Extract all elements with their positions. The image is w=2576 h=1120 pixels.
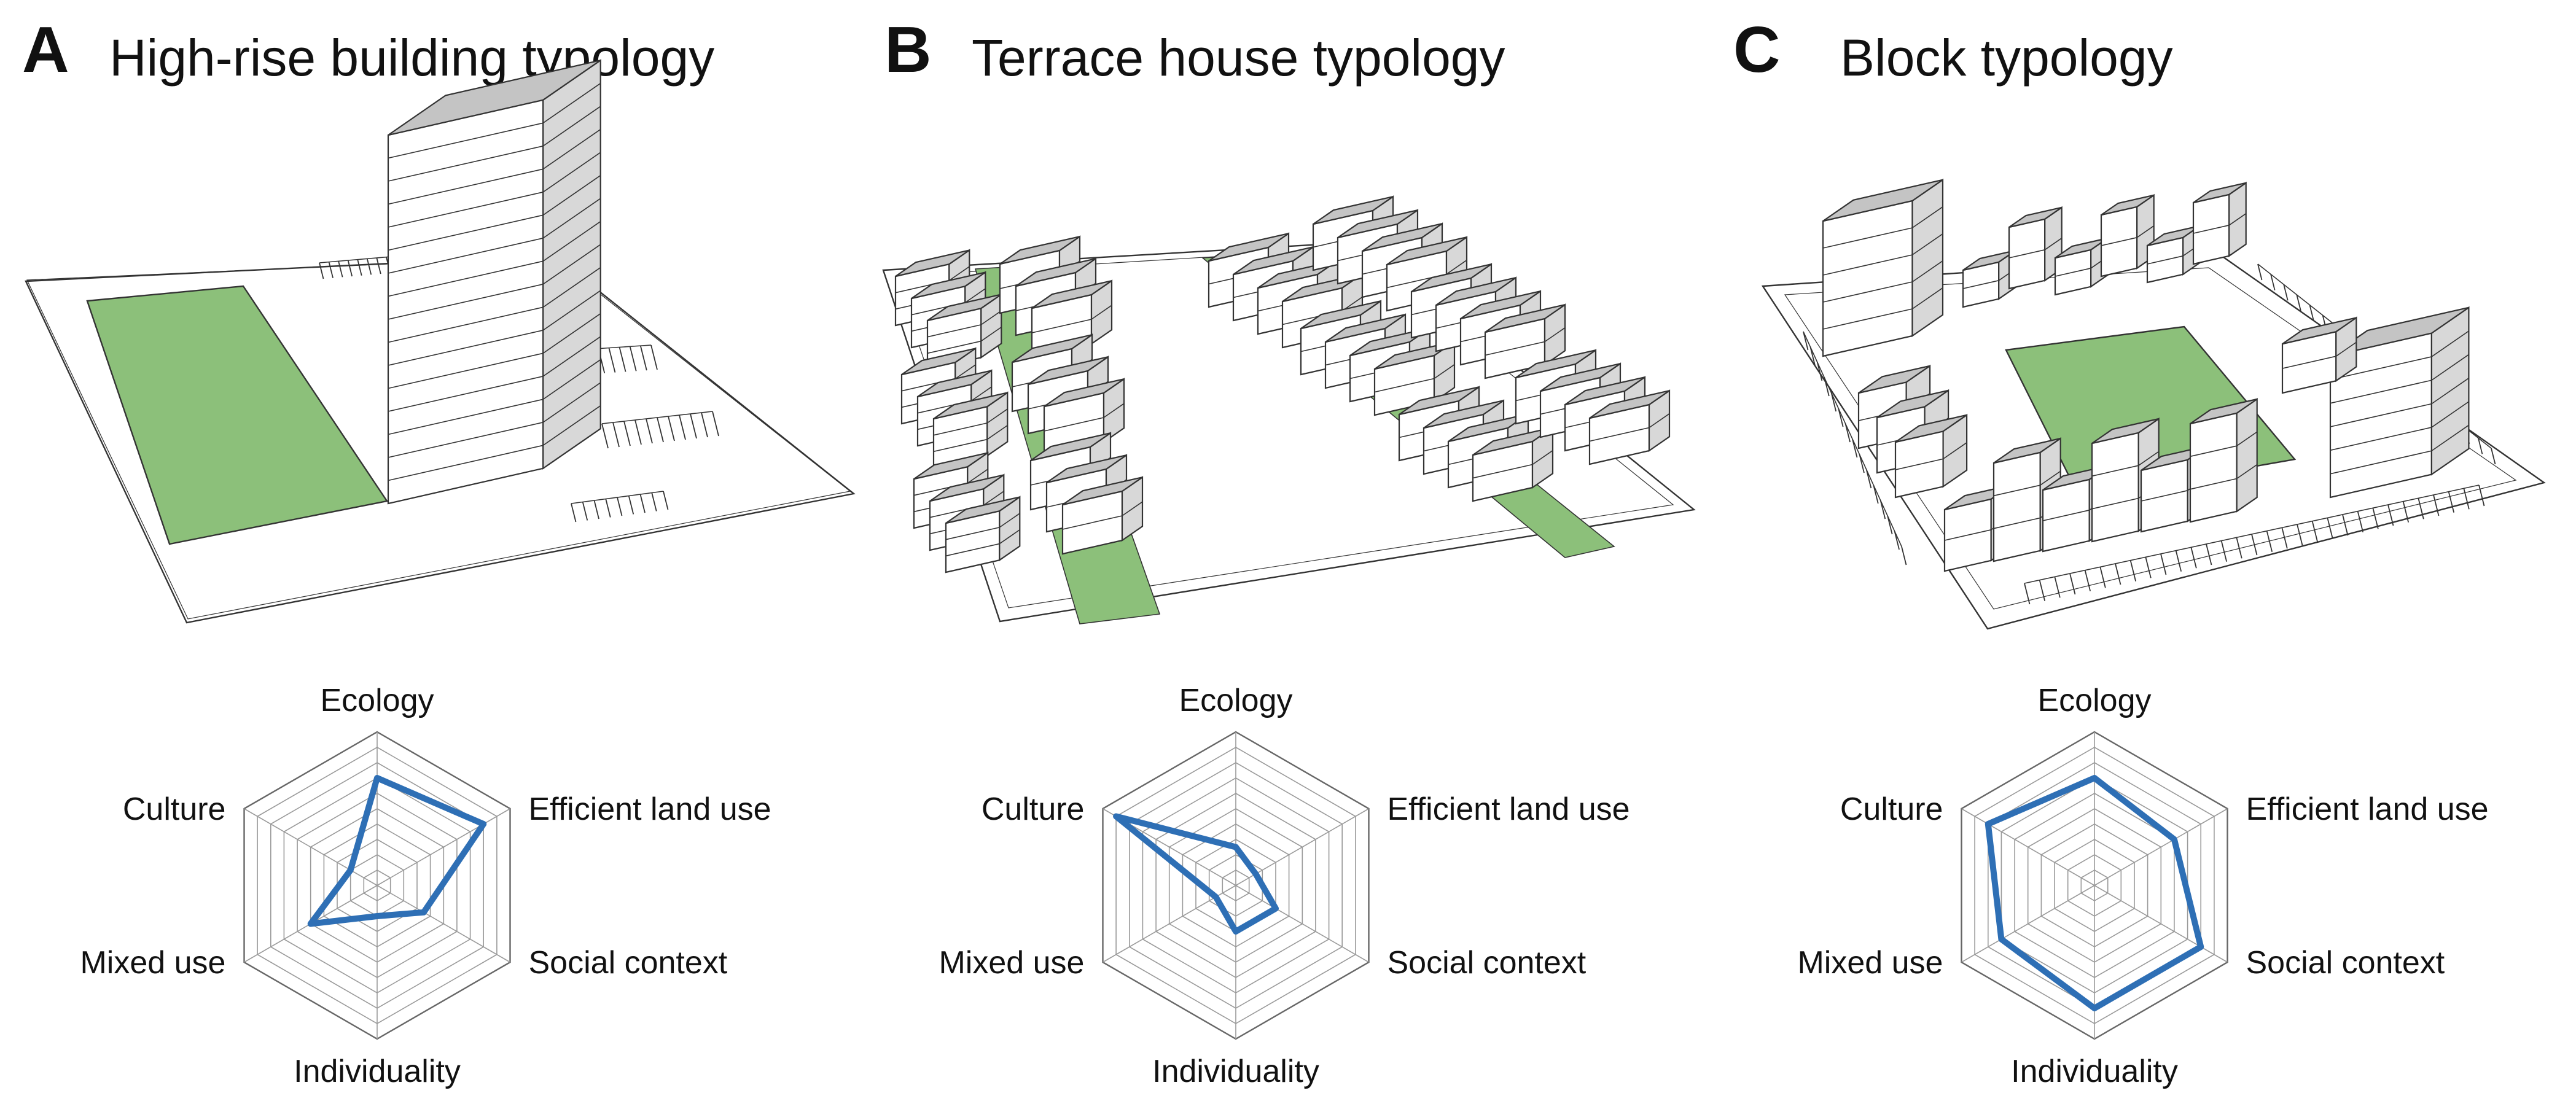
terrace-house-left-1-2 — [932, 391, 1009, 469]
radar-axis-label-ecology: Ecology — [1179, 683, 1293, 718]
green-park-area — [86, 285, 388, 545]
radar-axis-label-social-context: Social context — [2246, 945, 2445, 981]
radar-axis-label-individuality: Individuality — [294, 1054, 461, 1089]
block-back-5 — [2192, 181, 2247, 265]
radar-axis-label-efficient-land-use: Efficient land use — [529, 791, 771, 827]
radar-axis-label-individuality: Individuality — [2011, 1054, 2178, 1089]
radar-axis-label-efficient-land-use: Efficient land use — [2246, 791, 2489, 827]
terrace-scene-illustration — [882, 195, 1696, 624]
radar-spoke-2 — [377, 885, 510, 963]
radar-axis-label-social-context: Social context — [1388, 945, 1587, 981]
radar-spoke-2 — [2094, 885, 2228, 963]
terrace-house-far-1-3 — [1484, 303, 1566, 379]
block-corner-left — [1822, 178, 1944, 357]
highrise-tower — [387, 59, 601, 505]
panel-letter-b: B — [884, 14, 932, 86]
terrace-house-left-2-2 — [945, 496, 1021, 574]
block-front-5 — [2189, 397, 2258, 523]
radar-axis-label-mixed-use: Mixed use — [1797, 945, 1943, 981]
radar-spoke-5 — [244, 808, 378, 886]
radar-series-line — [1113, 813, 1279, 935]
radar-grid — [1102, 731, 1370, 1040]
radar-grid — [243, 731, 511, 1040]
radar-spoke-4 — [1961, 885, 2095, 963]
radar-axis-label-culture: Culture — [1840, 791, 1943, 827]
panel-letter-a: A — [22, 14, 69, 86]
radar-spoke-1 — [377, 808, 510, 886]
parking-stripes-bottom — [2024, 484, 2485, 605]
panel-title-b: Terrace house typology — [972, 29, 1505, 87]
radar-spoke-5 — [1961, 808, 2095, 886]
site-ground-edge — [26, 256, 851, 620]
block-right-mid — [2281, 316, 2357, 394]
terrace-house-mid-2-2 — [1061, 476, 1144, 555]
radar-spoke-2 — [1235, 885, 1369, 963]
radar-axis-label-culture: Culture — [982, 791, 1085, 827]
radar-spoke-1 — [2094, 808, 2228, 886]
panel-letter-c: C — [1733, 14, 1781, 86]
parking-stripes-right-2 — [601, 411, 719, 449]
panel-title-a: High-rise building typology — [109, 29, 715, 87]
block-left-2 — [1894, 413, 1968, 499]
radar-axis-label-social-context: Social context — [529, 945, 728, 981]
terrace-house-right-2-3 — [1472, 426, 1554, 502]
parking-stripes-left — [1803, 331, 1907, 566]
radar-series-line — [307, 775, 487, 927]
terrace-house-far-2-3 — [1588, 389, 1671, 465]
block-back-3 — [2100, 193, 2155, 278]
highrise-scene-illustration — [25, 59, 856, 624]
block-scene-illustration — [1761, 178, 2546, 630]
radar-axis-label-ecology: Ecology — [2038, 683, 2152, 718]
parking-stripes-right-3 — [571, 491, 669, 523]
radar-axis-label-culture: Culture — [123, 791, 226, 827]
panel-title-c: Block typology — [1840, 29, 2173, 87]
radar-axis-label-efficient-land-use: Efficient land use — [1388, 791, 1630, 827]
terrace-house-right-1-3 — [1373, 340, 1456, 416]
block-corner-right — [2329, 306, 2470, 499]
radar-axis-label-ecology: Ecology — [321, 683, 434, 718]
radar-axis-label-individuality: Individuality — [1152, 1054, 1319, 1089]
radar-axis-label-mixed-use: Mixed use — [80, 945, 225, 981]
radar-axis-label-mixed-use: Mixed use — [939, 945, 1084, 981]
radar-series-line — [1985, 775, 2204, 1011]
